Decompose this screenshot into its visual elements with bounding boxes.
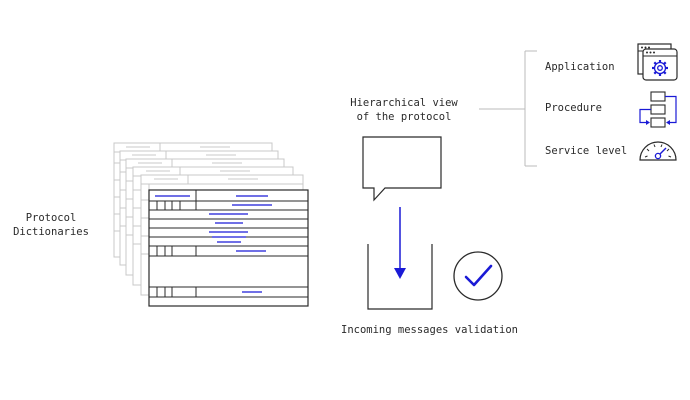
checkmark-circle-icon — [453, 251, 503, 301]
procedure-flow-icon — [639, 91, 677, 128]
dictionary-entries — [155, 195, 272, 293]
level-service-label: Service level — [545, 145, 628, 157]
validation-container — [367, 244, 433, 310]
incoming-validation-label: Incoming messages validation — [341, 324, 519, 336]
speech-bubble-icon — [362, 136, 442, 202]
dictionary-front-sheet — [148, 189, 309, 307]
protocol-dictionaries-label: Protocol Dictionaries — [13, 212, 89, 238]
application-window-gear-icon — [637, 43, 678, 81]
level-application-label: Application — [545, 61, 615, 73]
faded-text-lines — [126, 146, 258, 180]
hierarchy-connector — [479, 50, 537, 167]
hierarchical-view-label: Hierarchical view of the protocol — [350, 97, 458, 123]
service-level-gauge-icon — [639, 141, 677, 161]
down-arrow-icon — [394, 207, 406, 279]
level-procedure-label: Procedure — [545, 102, 602, 114]
